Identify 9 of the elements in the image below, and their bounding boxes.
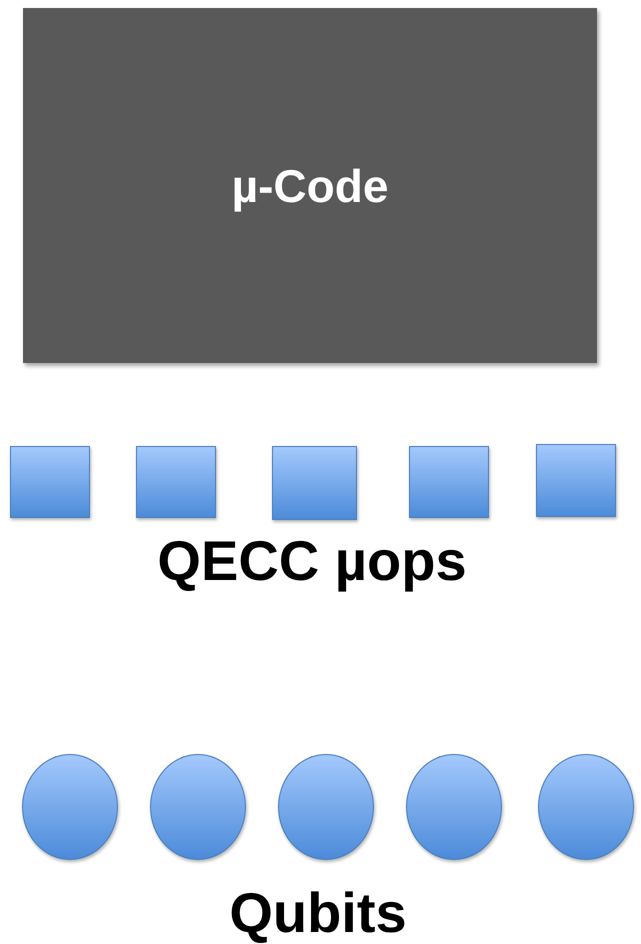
micro-op-square [272, 446, 357, 520]
micro-op-square [536, 444, 616, 517]
row-caption: QECC µops [157, 528, 467, 593]
row-caption: Qubits [229, 880, 407, 944]
micro-op-square [10, 446, 90, 518]
micro-op-square [136, 446, 216, 518]
block-title: µ-Code [232, 158, 388, 212]
code-block [23, 8, 597, 363]
micro-op-square [409, 446, 489, 518]
